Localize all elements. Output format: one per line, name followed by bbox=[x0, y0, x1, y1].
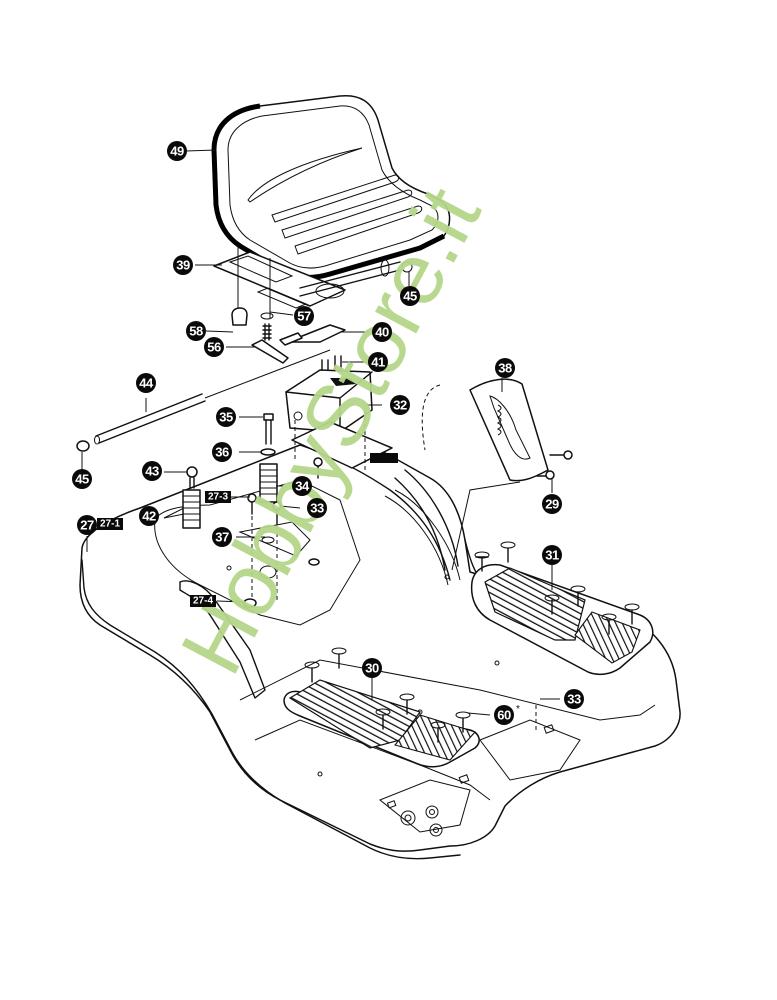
callout-45-left[interactable]: 45 bbox=[72, 469, 92, 489]
bolt-and-springs bbox=[182, 413, 323, 608]
svg-text:32: 32 bbox=[393, 398, 407, 413]
svg-text:27-4: 27-4 bbox=[193, 596, 213, 607]
callout-60[interactable]: 60 * bbox=[494, 704, 520, 725]
mounting-plate bbox=[291, 410, 393, 470]
callout-35[interactable]: 35 bbox=[216, 407, 236, 427]
svg-text:27-1: 27-1 bbox=[100, 519, 120, 530]
svg-text:36: 36 bbox=[215, 445, 229, 460]
push-rivets-right bbox=[474, 541, 640, 635]
callout-33-lower[interactable]: 33 bbox=[564, 689, 584, 709]
tag-27-3[interactable]: 27-3 bbox=[205, 491, 231, 503]
svg-text:37: 37 bbox=[215, 530, 229, 545]
left-footrest bbox=[283, 647, 480, 768]
callout-39[interactable]: 39 bbox=[173, 255, 193, 275]
right-footrest bbox=[470, 541, 654, 676]
svg-text:31: 31 bbox=[545, 548, 559, 563]
svg-text:45: 45 bbox=[75, 472, 89, 487]
svg-text:27: 27 bbox=[80, 518, 94, 533]
tag-27-1[interactable]: 27-1 bbox=[97, 518, 123, 530]
svg-text:58: 58 bbox=[189, 324, 203, 339]
svg-text:57: 57 bbox=[297, 309, 311, 324]
callout-57[interactable]: 57 bbox=[294, 306, 314, 326]
callout-34[interactable]: 34 bbox=[292, 476, 312, 496]
callout-40[interactable]: 40 bbox=[372, 322, 392, 342]
adjustment-knob bbox=[251, 312, 289, 364]
callout-58[interactable]: 58 bbox=[186, 321, 206, 341]
callout-29[interactable]: 29 bbox=[542, 494, 562, 514]
callout-60-note: * bbox=[516, 704, 520, 715]
svg-text:42: 42 bbox=[142, 509, 156, 524]
callout-27[interactable]: 27 bbox=[77, 515, 97, 535]
svg-text:45: 45 bbox=[403, 289, 417, 304]
callout-44[interactable]: 44 bbox=[136, 373, 156, 393]
svg-text:35: 35 bbox=[219, 410, 233, 425]
leader-lines bbox=[81, 149, 560, 730]
seat-switch bbox=[231, 307, 248, 326]
svg-text:33: 33 bbox=[567, 692, 581, 707]
tag-27-4[interactable]: 27-4 bbox=[190, 595, 216, 607]
svg-text:27-3: 27-3 bbox=[208, 492, 228, 503]
callout-32[interactable]: 32 bbox=[390, 395, 410, 415]
callout-38[interactable]: 38 bbox=[495, 358, 515, 378]
svg-text:43: 43 bbox=[145, 464, 159, 479]
callout-42[interactable]: 42 bbox=[139, 506, 159, 526]
svg-text:34: 34 bbox=[295, 479, 310, 494]
svg-text:41: 41 bbox=[371, 355, 385, 370]
adjustment-rail bbox=[421, 378, 573, 571]
callout-31[interactable]: 31 bbox=[542, 545, 562, 565]
callout-45-right[interactable]: 45 bbox=[400, 286, 420, 306]
callout-37[interactable]: 37 bbox=[212, 527, 232, 547]
svg-text:39: 39 bbox=[176, 258, 190, 273]
obscured-tag bbox=[370, 453, 398, 463]
callout-33-upper[interactable]: 33 bbox=[307, 498, 327, 518]
seat-support-housing bbox=[285, 369, 373, 433]
callout-36[interactable]: 36 bbox=[212, 442, 232, 462]
seat bbox=[211, 94, 451, 280]
callout-43[interactable]: 43 bbox=[142, 461, 162, 481]
svg-text:30: 30 bbox=[365, 661, 379, 676]
svg-text:40: 40 bbox=[375, 325, 389, 340]
callout-56[interactable]: 56 bbox=[204, 337, 224, 357]
callout-41[interactable]: 41 bbox=[368, 352, 388, 372]
svg-text:49: 49 bbox=[170, 144, 184, 159]
pivot-rod bbox=[76, 349, 331, 452]
svg-text:29: 29 bbox=[545, 497, 559, 512]
callout-30[interactable]: 30 bbox=[362, 658, 382, 678]
push-rivets-left bbox=[304, 647, 471, 743]
bracket-plate bbox=[279, 324, 346, 346]
svg-text:33: 33 bbox=[310, 501, 324, 516]
seat-plate bbox=[213, 246, 413, 318]
svg-text:38: 38 bbox=[498, 361, 512, 376]
svg-text:60: 60 bbox=[497, 708, 511, 723]
callout-49[interactable]: 49 bbox=[167, 141, 187, 161]
svg-text:44: 44 bbox=[139, 376, 154, 391]
svg-text:56: 56 bbox=[207, 340, 221, 355]
